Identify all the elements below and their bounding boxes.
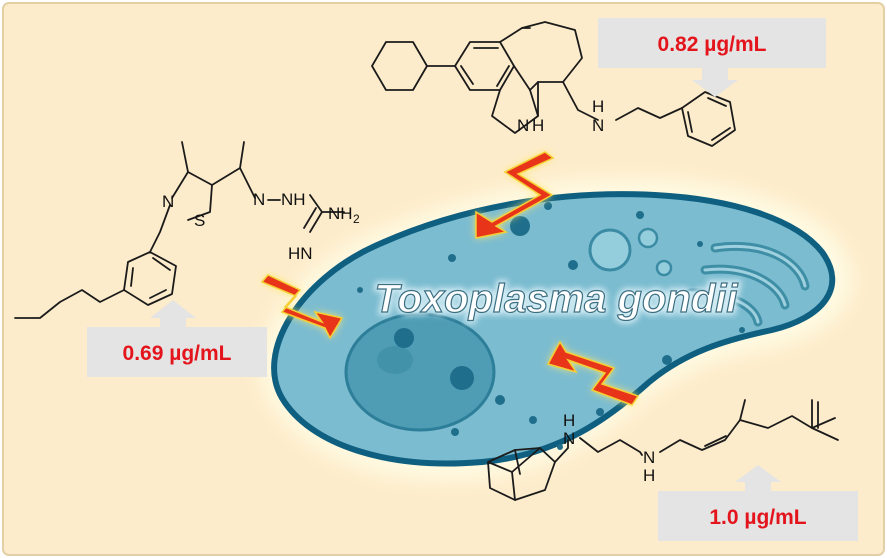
activity-value: 1.0 µg/mL — [709, 506, 806, 529]
atom-label: S — [194, 211, 205, 230]
organism-title-group: Toxoplasma gondii Toxoplasma gondii — [372, 274, 742, 324]
atom-label: NH — [281, 190, 306, 209]
activity-value: 0.82 µg/mL — [658, 33, 767, 56]
activity-label-adamantyl: 1.0 µg/mL — [658, 465, 858, 541]
granules — [357, 202, 745, 450]
apical-complex-inner — [688, 244, 807, 324]
label-box — [598, 18, 826, 68]
organism-title-glow: Toxoplasma gondii — [375, 277, 739, 321]
atom-label: N — [517, 116, 529, 135]
carbazole-structure: N H H N — [371, 21, 736, 147]
pointer-arrow — [735, 465, 781, 492]
atom-label: H — [563, 411, 575, 430]
atom-label: N — [162, 192, 174, 211]
atom-subscript: 2 — [353, 212, 360, 226]
activity-label-carbazole: 0.82 µg/mL — [598, 18, 826, 97]
inhibition-arrows — [260, 151, 640, 406]
nucleus-core — [377, 346, 413, 374]
atom-label: HN — [288, 244, 313, 263]
atom-label: H — [532, 116, 544, 135]
arrow-from-carbazole — [475, 151, 555, 239]
atom-label: H — [643, 466, 655, 485]
nucleus — [344, 312, 496, 432]
adamantyl-structure: H N N H — [487, 399, 839, 501]
vacuole — [588, 228, 632, 272]
atom-label: N — [592, 116, 604, 135]
label-box — [87, 327, 267, 377]
atom-label: N — [563, 429, 575, 448]
atom-label: N — [643, 448, 655, 467]
atom-label: N — [253, 190, 265, 209]
atom-label: H — [592, 97, 604, 116]
activity-label-thiazole: 0.69 µg/mL — [87, 300, 267, 377]
vacuole — [637, 227, 659, 249]
arrow-from-thiazole — [260, 274, 344, 340]
atom-label: NH — [328, 204, 353, 223]
thiazole-structure: N S N NH NH 2 HN — [14, 141, 360, 319]
pointer-arrow — [150, 300, 196, 328]
activity-value: 0.69 µg/mL — [123, 342, 232, 365]
parasite-cell — [261, 179, 852, 480]
label-box — [658, 491, 858, 541]
pointer-arrow — [692, 68, 738, 97]
arrow-from-adamantyl — [546, 340, 640, 406]
vacuole — [655, 259, 673, 277]
organism-title: Toxoplasma gondii — [375, 277, 739, 321]
